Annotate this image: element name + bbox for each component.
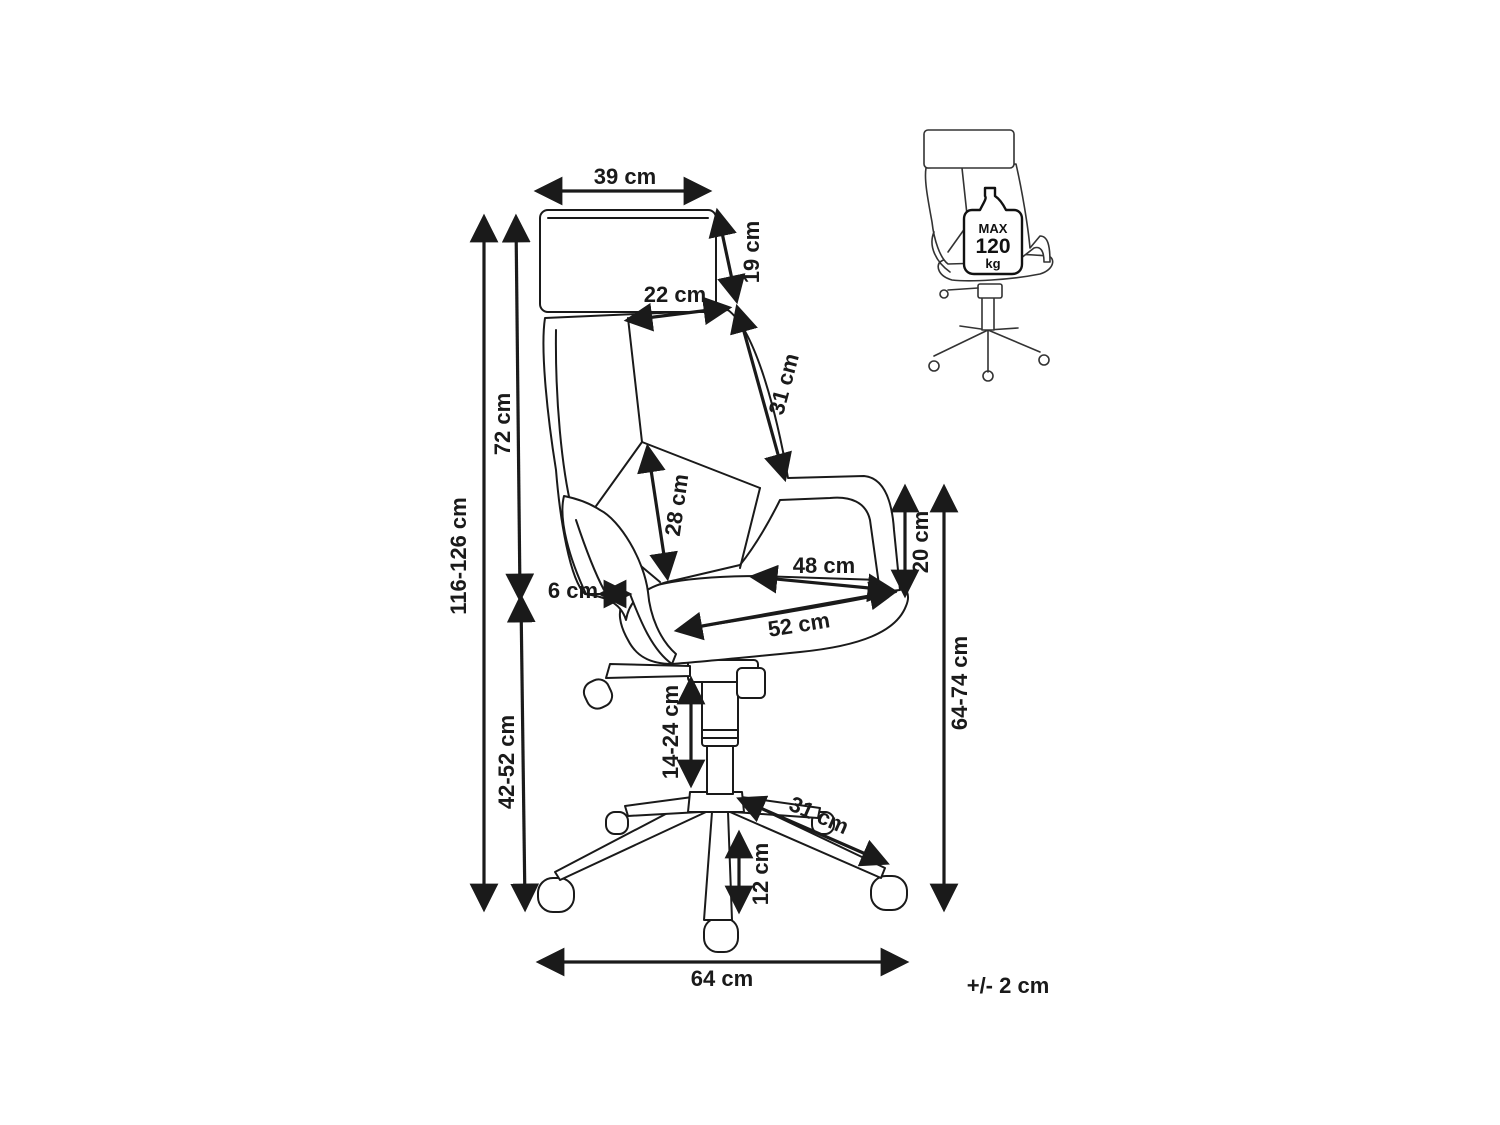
- label-total-height: 116-126 cm: [446, 497, 471, 614]
- label-seat-height: 42-52 cm: [494, 715, 519, 809]
- dim-line-headrest-height: [708, 207, 746, 305]
- dim-line-lumbar-height: [637, 443, 678, 582]
- dimension-lines: [469, 176, 959, 977]
- weight-icon: [962, 186, 1024, 276]
- badge-weight-value: 120: [975, 235, 1010, 258]
- label-back-side: 31 cm: [764, 351, 804, 418]
- badge-unit: kg: [985, 256, 1000, 271]
- dim-line-seat-width: [673, 581, 899, 641]
- dim-line-back-side: [730, 303, 792, 483]
- label-headrest-width: 39 cm: [594, 164, 656, 189]
- label-arm-floor-height: 64-74 cm: [947, 636, 972, 730]
- dim-line-leg-length: [736, 795, 890, 867]
- dim-line-seat-height: [506, 593, 540, 913]
- label-base-height: 12 cm: [748, 843, 773, 905]
- label-back-height: 72 cm: [490, 393, 515, 455]
- label-armrest-width: 6 cm: [548, 578, 598, 603]
- label-base-width: 64 cm: [691, 966, 753, 991]
- label-headrest-height: 19 cm: [739, 221, 764, 283]
- label-armrest-height: 20 cm: [908, 511, 933, 573]
- dimension-labels: 39 cm 19 cm 22 cm 31 cm 116-126 cm 72 cm…: [446, 164, 1049, 998]
- badge-max-text: MAX: [979, 221, 1008, 236]
- label-back-upper-width: 22 cm: [644, 282, 706, 307]
- dim-line-back-height: [501, 213, 535, 603]
- max-load-badge: MAX 120 kg: [962, 186, 1024, 276]
- gas-cylinder: [701, 671, 739, 795]
- label-gas-lift: 14-24 cm: [658, 685, 683, 779]
- label-tolerance: +/- 2 cm: [967, 973, 1050, 998]
- dim-line-back-upper-width: [623, 296, 733, 332]
- label-seat-depth: 48 cm: [793, 553, 855, 578]
